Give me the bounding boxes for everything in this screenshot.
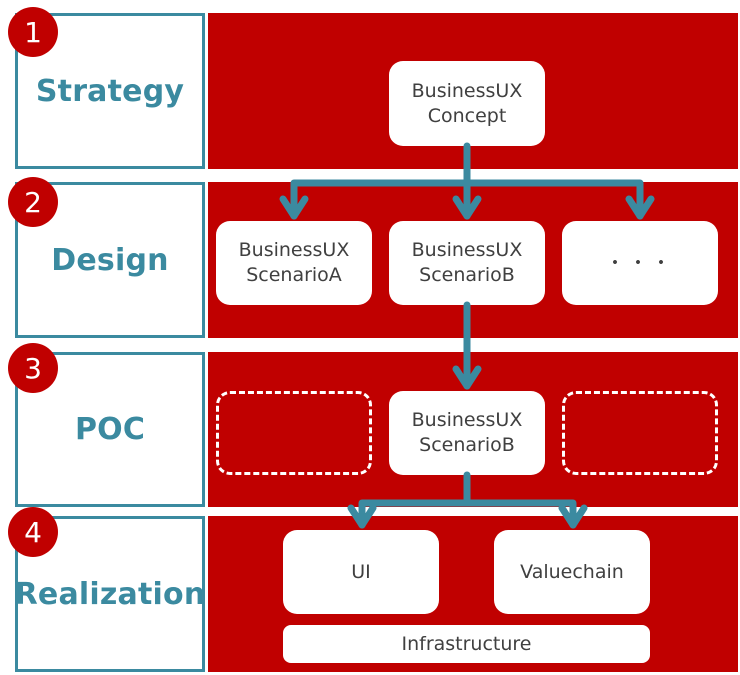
node-line: Concept [427,104,507,127]
node-line: BusinessUX [411,79,523,102]
stage-label: Realization [14,576,206,612]
placeholder-node-right [562,391,718,475]
stage-label: POC [74,412,146,447]
stage-label: Design [51,242,169,278]
scenario-a-node: BusinessUX ScenarioA [216,221,372,305]
ui-node: UI [283,530,439,614]
stage-number-badge: 4 [8,507,58,557]
placeholder-node-left [216,391,372,475]
node-line: BusinessUX [238,239,350,261]
infrastructure-node: Infrastructure [283,625,650,663]
more-scenarios-node: ・・・ [562,221,718,305]
node-label: UI [351,560,371,583]
node-line: BusinessUX [411,409,523,431]
scenario-b-node: BusinessUX ScenarioB [389,221,545,305]
stage-label: Strategy [35,73,185,109]
concept-node: BusinessUX Concept [389,61,545,146]
stage-row-strategy: Strategy [15,13,738,169]
node-label: Valuechain [520,560,624,583]
stage-number-badge: 3 [8,343,58,393]
node-line: ScenarioB [419,434,515,456]
node-line: ScenarioA [246,264,342,286]
node-line: ScenarioB [419,264,515,286]
stage-number-badge: 1 [8,7,58,57]
valuechain-node: Valuechain [494,530,650,614]
stage-number-badge: 2 [8,177,58,227]
stage-label-box: Design [15,182,205,338]
node-line: BusinessUX [411,239,523,261]
stage-label-box: Strategy [15,13,205,169]
poc-scenario-b-node: BusinessUX ScenarioB [389,391,545,475]
ellipsis: ・・・ [605,251,675,274]
node-label: Infrastructure [401,632,532,655]
